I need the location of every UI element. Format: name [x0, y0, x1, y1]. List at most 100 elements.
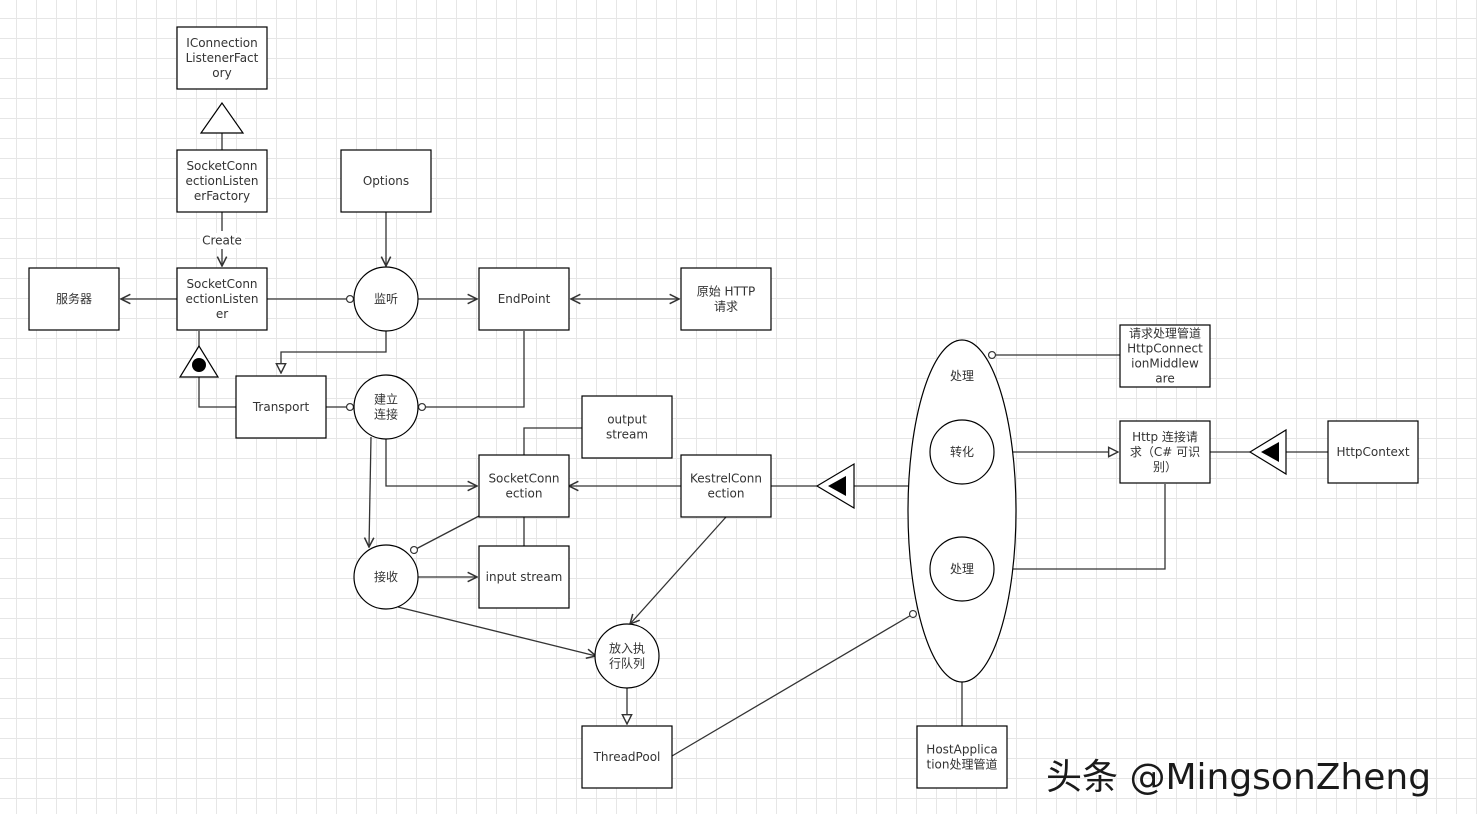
node-convert: 转化 [929, 419, 995, 485]
node-label: HttpContext [1336, 445, 1409, 459]
node-label-line: SocketConn [186, 277, 257, 291]
edge-endpoint-establish [417, 331, 525, 412]
node-shape-circle [929, 536, 995, 602]
node-shape-rect [1119, 324, 1211, 388]
httpcontext-composition-fill [1261, 442, 1279, 462]
node-label: 转化 [950, 444, 974, 459]
node-label-line: stream [606, 428, 648, 442]
node-label-line: 监听 [374, 292, 398, 306]
node-shape-rect [478, 545, 570, 609]
node-label-line: 别） [1153, 460, 1177, 474]
node-label: 服务器 [56, 291, 92, 306]
node-label-line: 处理 [950, 562, 974, 576]
node-shape-rect [340, 149, 432, 213]
node-label-line: 接收 [374, 569, 398, 584]
node-label-line: 原始 HTTP [697, 285, 756, 299]
edges [121, 133, 1328, 757]
node-label-line: input stream [486, 570, 563, 584]
node-label: Http 连接请求（C# 可识别） [1130, 429, 1200, 474]
edge-socketconn-receive [409, 515, 480, 555]
node-label-line: output [607, 413, 647, 427]
node-label-line: ection [506, 487, 543, 501]
node-listen: 监听 [353, 266, 419, 332]
node-label-line: HttpContext [1336, 445, 1409, 459]
node-shape-rect [235, 375, 327, 439]
node-label-line: ThreadPool [593, 750, 661, 764]
edge-httpreq-process [997, 484, 1166, 569]
node-process-inner: 处理 [929, 536, 995, 602]
node-httpcontext: HttpContext [1327, 420, 1419, 484]
node-process-ellipse: 处理 [907, 339, 1017, 683]
node-label-line: 转化 [950, 444, 974, 459]
node-label-line: Transport [252, 400, 310, 414]
node-label-line: EndPoint [498, 292, 551, 306]
edge-kestrel-enqueue [630, 516, 727, 624]
node-label: Transport [252, 400, 310, 414]
node-shape-rect [176, 149, 268, 213]
node-shape-rect [581, 725, 673, 789]
node-label-line: ionMiddlew [1131, 357, 1199, 371]
edge-threadpool-ellipse [671, 609, 918, 757]
kestrel-composition-fill [828, 476, 846, 496]
node-server: 服务器 [28, 267, 120, 331]
node-label-line: HttpConnect [1127, 342, 1203, 356]
node-shape-rect [28, 267, 120, 331]
node-threadpool: ThreadPool [581, 725, 673, 789]
create-label: Create [202, 234, 242, 248]
edge-listen-transport [281, 331, 387, 373]
implementation-dot [192, 358, 206, 372]
node-label-line: 建立 [374, 392, 398, 407]
node-label: Options [363, 174, 409, 188]
node-transport: Transport [235, 375, 327, 439]
node-label-line: SocketConn [186, 159, 257, 173]
edge-socketconn-output [523, 427, 582, 456]
node-options: Options [340, 149, 432, 213]
node-label: EndPoint [498, 292, 551, 306]
edge-transport-implements [198, 377, 236, 408]
node-label-line: 请求处理管道 [1129, 326, 1201, 341]
node-establish: 建立连接 [353, 374, 419, 440]
edge-establish-receive [369, 436, 371, 547]
node-shape-circle [594, 623, 660, 689]
node-shape-rect [478, 454, 570, 518]
node-receive: 接收 [353, 544, 419, 610]
node-label-line: KestrelConn [690, 472, 762, 486]
node-label-line: 服务器 [56, 291, 92, 306]
node-http-request: Http 连接请求（C# 可识别） [1119, 420, 1211, 484]
node-label-line: 放入执 [609, 641, 645, 656]
node-label-line: 求（C# 可识 [1130, 445, 1200, 459]
node-label-line: ectionListen [186, 174, 259, 188]
node-label: ThreadPool [593, 750, 661, 764]
node-endpoint: EndPoint [478, 267, 570, 331]
node-label: input stream [486, 570, 563, 584]
node-label-line: ListenerFact [186, 51, 259, 65]
node-label: 接收 [374, 569, 398, 584]
node-label-line: are [1155, 372, 1174, 386]
node-label: 建立连接 [374, 392, 398, 422]
node-label: 处理 [950, 562, 974, 576]
node-label-line: HostApplica [926, 743, 997, 757]
edge-receive-enqueue [397, 606, 596, 656]
node-shape-rect [680, 454, 772, 518]
node-label-line: 连接 [374, 407, 398, 422]
node-label-line: tion处理管道 [927, 757, 998, 772]
node-label-line: erFactory [194, 189, 250, 203]
node-shape-circle [929, 419, 995, 485]
node-label-line: SocketConn [488, 472, 559, 486]
node-shape-circle [353, 374, 419, 440]
node-label-line: ection [708, 487, 745, 501]
create-label-bg [200, 233, 245, 248]
